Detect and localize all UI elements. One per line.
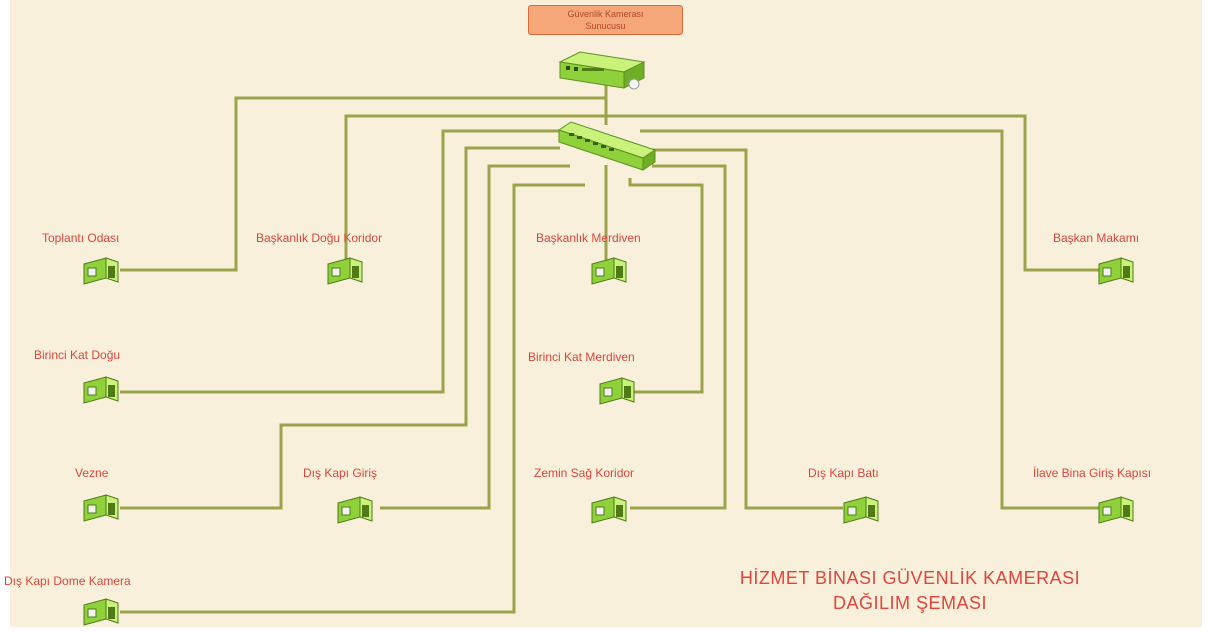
security-camera-icon — [337, 496, 373, 524]
camera-label-dis-kapi-giris: Dış Kapı Giriş — [303, 466, 378, 480]
recorder-label-line1: Güvenlik Kamerası — [567, 9, 644, 19]
security-camera-icon — [1098, 496, 1134, 524]
wire-baskanlik-dogu — [344, 114, 606, 262]
recorder-label-box: Güvenlik Kamerası Sunucusu — [528, 5, 683, 35]
camera-label-toplanti: Toplantı Odası — [42, 231, 120, 245]
diagram-title-line1: HİZMET BİNASI GÜVENLİK KAMERASI — [739, 568, 1081, 588]
camera-label-birinci-kat-merdiven: Birinci Kat Merdiven — [528, 350, 635, 364]
camera-label-vezne: Vezne — [75, 466, 109, 480]
camera-label-dis-kapi-dome: Dış Kapı Dome Kamera — [4, 574, 131, 588]
camera-label-baskan-makami: Başkan Makamı — [1053, 231, 1140, 245]
camera-label-ilave-bina: İlave Bina Giriş Kapısı — [1033, 466, 1152, 480]
security-camera-icon — [327, 257, 363, 285]
security-camera-icon — [599, 377, 635, 405]
camera-label-baskanlik-dogu: Başkanlık Doğu Koridor — [256, 231, 383, 245]
wire-vezne — [120, 146, 560, 510]
wire-toplanti — [120, 96, 606, 272]
security-camera-icon — [83, 376, 119, 404]
wire-birinci-kat-dogu — [120, 129, 560, 394]
diagram-title-line2: DAĞILIM ŞEMASI — [832, 593, 988, 613]
security-camera-icon — [83, 257, 119, 285]
security-camera-icon — [83, 494, 119, 522]
security-camera-icon — [591, 257, 627, 285]
wire-baskan-makami — [606, 114, 1100, 272]
wire-zemin-sag — [630, 164, 727, 510]
security-camera-icon — [843, 496, 879, 524]
wire-dis-kapi-bati — [650, 148, 843, 510]
wire-dis-kapi-giris — [380, 164, 570, 510]
security-camera-icon — [1098, 257, 1134, 285]
recorder-icon — [558, 51, 646, 90]
diagram-title: HİZMET BİNASI GÜVENLİK KAMERASI DAĞILIM … — [690, 566, 1130, 616]
wire-ilave-bina — [640, 129, 1100, 510]
camera-label-dis-kapi-bati: Dış Kapı Batı — [808, 466, 879, 480]
camera-label-birinci-kat-dogu: Birinci Kat Doğu — [34, 348, 121, 362]
camera-label-zemin-sag: Zemin Sağ Koridor — [534, 466, 635, 480]
camera-label-baskanlik-merdiven: Başkanlık Merdiven — [536, 231, 641, 245]
security-camera-icon — [591, 496, 627, 524]
switch-icon — [557, 121, 657, 171]
recorder-label-line2: Sunucusu — [585, 21, 626, 31]
wire-birinci-kat-merdiven — [628, 178, 704, 394]
security-camera-icon — [83, 598, 119, 626]
wire-dis-kapi-dome — [120, 183, 585, 614]
